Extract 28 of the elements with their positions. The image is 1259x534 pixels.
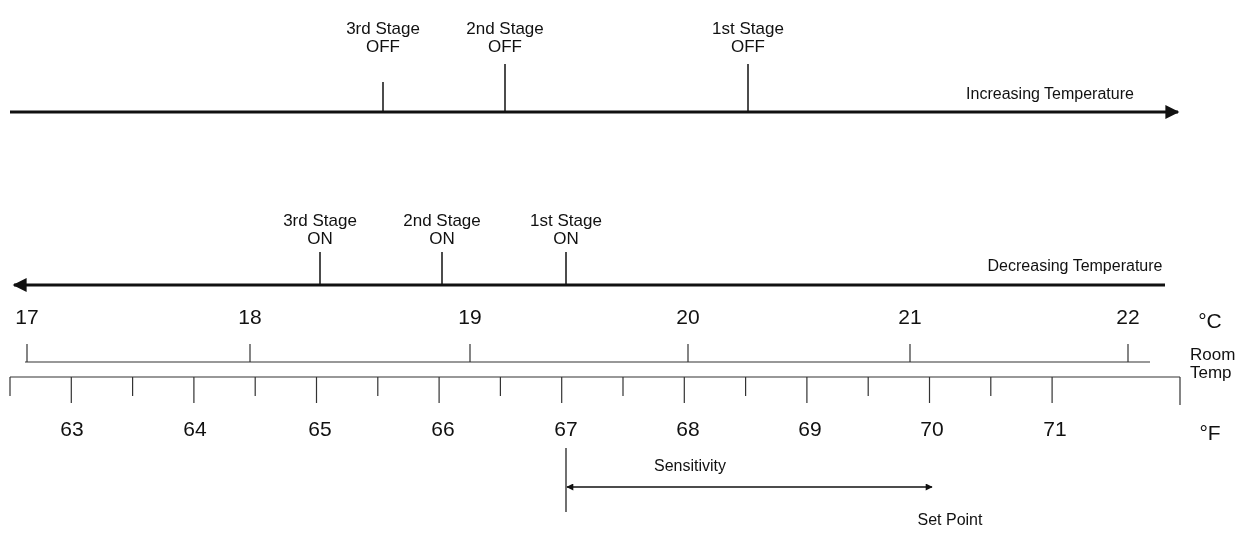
- scale-number: 17: [15, 306, 39, 329]
- scale-number: 18: [238, 306, 262, 329]
- stage-label: 3rd Stage ON: [282, 212, 358, 248]
- scale-number: 22: [1116, 306, 1140, 329]
- scale-caption: Room Temp: [1190, 346, 1237, 382]
- axis-label: Increasing Temperature: [966, 86, 1134, 103]
- stage-label: 1st Stage ON: [529, 212, 603, 248]
- scale-number: 20: [676, 306, 700, 329]
- scale-number: 19: [458, 306, 482, 329]
- scale-number: 67: [554, 418, 578, 441]
- scale-number: 66: [431, 418, 455, 441]
- stage-label: 2nd Stage OFF: [465, 20, 545, 56]
- dimension-label: Sensitivity: [654, 458, 726, 475]
- stage-label: 1st Stage OFF: [711, 20, 785, 56]
- stage-label: 3rd Stage OFF: [345, 20, 421, 56]
- scale-number: 70: [920, 418, 944, 441]
- scale-number: 68: [676, 418, 700, 441]
- stage-label: 2nd Stage ON: [402, 212, 482, 248]
- scale-number: 69: [798, 418, 822, 441]
- dimension-label: Set Point: [917, 512, 983, 529]
- scale-number: 71: [1043, 418, 1067, 441]
- unit-label: °C: [1198, 310, 1222, 333]
- axis-label: Decreasing Temperature: [987, 258, 1163, 275]
- scale-number: 63: [60, 418, 84, 441]
- unit-label: °F: [1199, 422, 1221, 445]
- scale-number: 64: [183, 418, 207, 441]
- scale-number: 21: [898, 306, 922, 329]
- scale-number: 65: [308, 418, 332, 441]
